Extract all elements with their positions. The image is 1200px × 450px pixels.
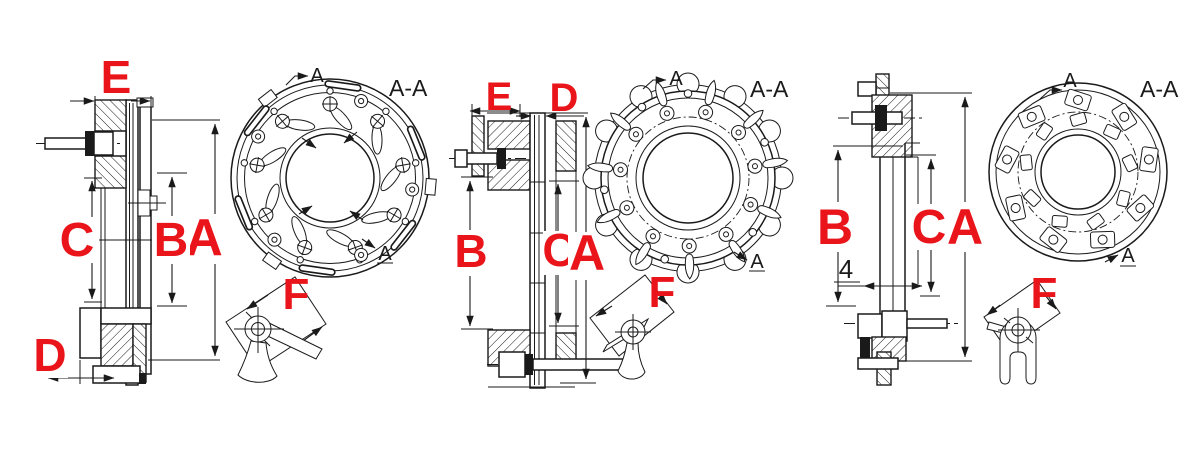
cut-mark-bottom-right: A: [1121, 245, 1135, 267]
left-section-aa-view: A A A-A: [230, 65, 437, 278]
dim-label-b-middle: B: [454, 225, 487, 277]
dim-label-f-right: F: [1031, 269, 1058, 318]
assembly-right: B C A 4 A A A-A: [816, 70, 1179, 386]
dim-label-b-right: B: [817, 199, 853, 255]
dim-label-c-left: C: [60, 214, 95, 267]
section-title-left: A-A: [389, 75, 428, 101]
right-vane-detail: F: [983, 269, 1061, 385]
left-cross-section-view: E A B C D: [32, 51, 224, 386]
section-title-middle: A-A: [750, 76, 789, 102]
assembly-middle: E D B C A: [449, 68, 794, 389]
assembly-left: E A B C D: [32, 51, 437, 386]
right-cross-section-view: B C A 4: [816, 73, 984, 386]
dim-label-e-left: E: [101, 51, 132, 103]
cut-mark-top-middle: A: [669, 68, 683, 90]
cut-mark-bottom-middle: A: [750, 251, 764, 273]
dim-label-b-left: B: [154, 214, 189, 267]
dim-label-a-left: A: [185, 209, 223, 267]
dim-label-c-right: C: [912, 201, 947, 254]
right-section-aa-view: A A A-A: [988, 70, 1179, 267]
middle-cross-section-view: E D B C A: [449, 75, 640, 389]
left-vane-detail: F: [225, 270, 327, 383]
middle-vane-detail: F: [589, 268, 676, 380]
cut-mark-top-left: A: [310, 65, 324, 87]
dim-label-f-left: F: [283, 270, 310, 319]
cut-mark-top-right: A: [1063, 70, 1077, 92]
dim-label-e-middle: E: [486, 75, 513, 119]
middle-section-aa-view: A A A-A: [582, 68, 794, 284]
dim-label-a-right: A: [947, 199, 983, 255]
offset-dim-value: 4: [839, 254, 853, 284]
dim-label-d-middle: D: [550, 76, 579, 120]
cut-mark-bottom-left: A: [378, 243, 392, 265]
dim-label-d-left: D: [33, 329, 66, 381]
dim-label-f-middle: F: [649, 268, 676, 317]
section-title-right: A-A: [1140, 76, 1179, 102]
dim-label-a-middle: A: [569, 225, 605, 281]
